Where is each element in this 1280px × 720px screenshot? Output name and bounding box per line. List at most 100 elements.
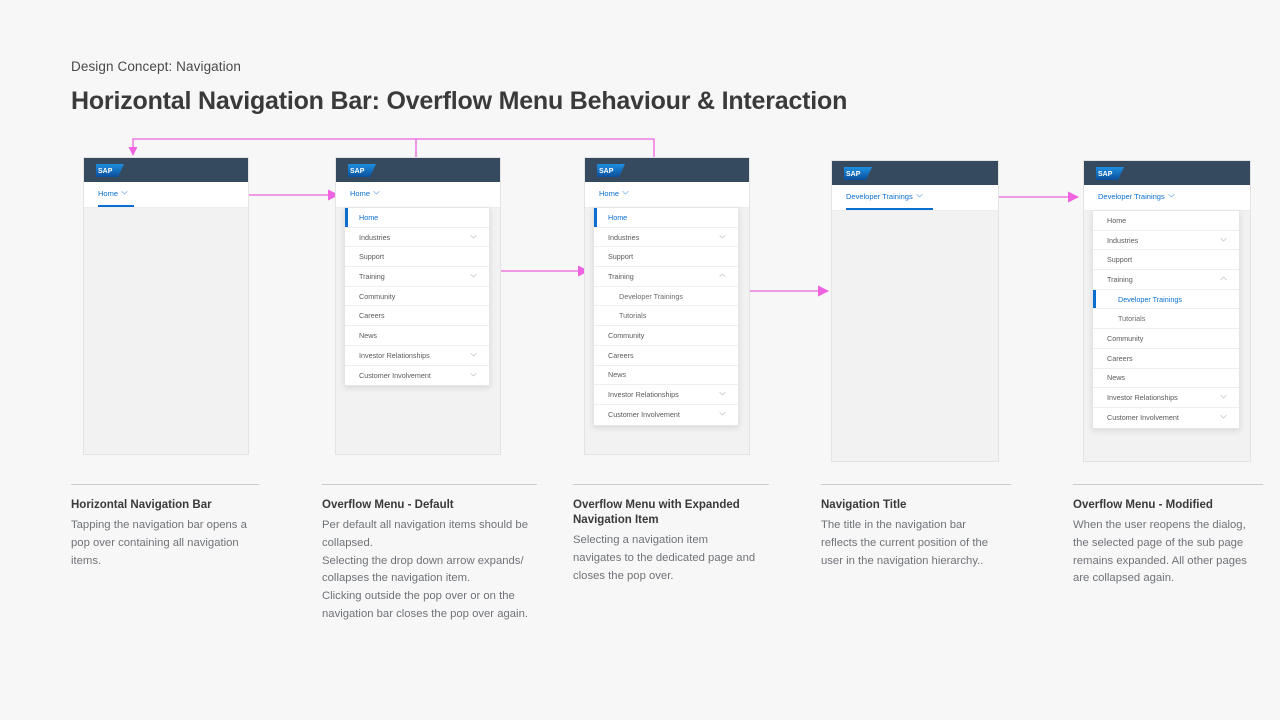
chevron-down-icon[interactable] <box>470 351 477 358</box>
menu-item-expand-toggle[interactable] <box>1220 413 1227 422</box>
chevron-down-icon[interactable] <box>719 233 726 240</box>
menu-item-label: Investor Relationships <box>608 390 679 400</box>
menu-item-customer-involvement[interactable]: Customer Involvement <box>594 405 738 425</box>
chevron-down-icon[interactable] <box>719 390 726 397</box>
menu-item-industries[interactable]: Industries <box>594 228 738 248</box>
horizontal-navigation-bar[interactable]: Developer Trainings <box>832 185 998 211</box>
menu-item-investor-relationships[interactable]: Investor Relationships <box>1093 388 1239 408</box>
menu-item-news[interactable]: News <box>345 326 489 346</box>
menu-item-customer-involvement[interactable]: Customer Involvement <box>345 366 489 386</box>
navigation-title-chevron[interactable] <box>373 189 380 198</box>
horizontal-navigation-bar[interactable]: Home <box>336 182 500 208</box>
menu-item-community[interactable]: Community <box>345 287 489 307</box>
chevron-down-icon[interactable] <box>1220 413 1227 420</box>
menu-item-news[interactable]: News <box>1093 369 1239 389</box>
menu-item-expand-toggle[interactable] <box>719 272 726 281</box>
menu-item-label: Home <box>359 212 379 222</box>
menu-item-home[interactable]: Home <box>1093 211 1239 231</box>
caption-body-line: closes the pop over. <box>573 569 674 582</box>
navigation-title[interactable]: Developer Trainings <box>846 192 923 201</box>
shell-top-bar: SAP <box>832 161 998 185</box>
chevron-down-icon[interactable] <box>470 272 477 279</box>
navigation-title-chevron[interactable] <box>1168 192 1175 201</box>
chevron-down-icon[interactable] <box>1220 236 1227 243</box>
chevron-up-icon[interactable] <box>719 272 726 279</box>
svg-text:SAP: SAP <box>599 168 614 175</box>
menu-item-expand-toggle[interactable] <box>470 371 477 380</box>
menu-item-label: News <box>359 330 377 340</box>
menu-item-training[interactable]: Training <box>594 267 738 287</box>
navigation-title[interactable]: Home <box>98 189 128 198</box>
menu-item-home[interactable]: Home <box>594 208 738 228</box>
menu-item-training[interactable]: Training <box>1093 270 1239 290</box>
menu-item-expand-toggle[interactable] <box>719 390 726 399</box>
menu-item-expand-toggle[interactable] <box>470 351 477 360</box>
chevron-down-icon[interactable] <box>470 233 477 240</box>
svg-text:SAP: SAP <box>98 168 113 175</box>
menu-item-expand-toggle[interactable] <box>1220 275 1227 284</box>
menu-item-expand-toggle[interactable] <box>719 233 726 242</box>
menu-item-news[interactable]: News <box>594 366 738 386</box>
menu-item-label: Tutorials <box>1118 314 1146 324</box>
horizontal-navigation-bar[interactable]: Home <box>585 182 749 208</box>
caption-body-line: Clicking outside the pop over or on the <box>322 590 515 603</box>
caption-title: Horizontal Navigation Bar <box>71 499 212 511</box>
chevron-down-icon[interactable] <box>470 371 477 378</box>
menu-item-expand-toggle[interactable] <box>1220 393 1227 402</box>
menu-item-expand-toggle[interactable] <box>719 410 726 419</box>
caption-body-line: collapsed. <box>322 536 373 549</box>
caption-3: Overflow Menu with Expanded Navigation I… <box>573 484 769 585</box>
sap-logo-icon: SAP <box>844 167 872 180</box>
menu-item-investor-relationships[interactable]: Investor Relationships <box>345 346 489 366</box>
menu-item-label: Investor Relationships <box>1107 393 1178 403</box>
menu-item-label: Support <box>359 252 385 262</box>
menu-item-industries[interactable]: Industries <box>1093 231 1239 251</box>
chevron-down-icon[interactable] <box>719 410 726 417</box>
menu-item-careers[interactable]: Careers <box>1093 349 1239 369</box>
menu-item-careers[interactable]: Careers <box>594 346 738 366</box>
menu-item-developer-trainings[interactable]: Developer Trainings <box>1093 289 1239 310</box>
navigation-title-chevron[interactable] <box>916 192 923 201</box>
menu-item-community[interactable]: Community <box>1093 329 1239 349</box>
menu-item-expand-toggle[interactable] <box>1220 236 1227 245</box>
caption-divider <box>1073 484 1263 485</box>
menu-item-home[interactable]: Home <box>345 208 489 228</box>
menu-item-tutorials[interactable]: Tutorials <box>594 306 738 327</box>
horizontal-navigation-bar[interactable]: Developer Trainings <box>1084 185 1250 211</box>
menu-item-community[interactable]: Community <box>594 326 738 346</box>
horizontal-navigation-bar[interactable]: Home <box>84 182 248 208</box>
menu-item-expand-toggle[interactable] <box>470 272 477 281</box>
navigation-title-label: Home <box>98 189 119 198</box>
menu-item-label: Home <box>608 212 628 222</box>
caption-title: Overflow Menu with Expanded Navigation I… <box>573 499 740 526</box>
chevron-down-icon[interactable] <box>1220 393 1227 400</box>
page-content-area <box>832 211 998 461</box>
menu-item-expand-toggle[interactable] <box>470 233 477 242</box>
chevron-up-icon[interactable] <box>1220 275 1227 282</box>
navigation-title[interactable]: Home <box>350 189 380 198</box>
menu-item-support[interactable]: Support <box>345 247 489 268</box>
menu-item-support[interactable]: Support <box>1093 250 1239 271</box>
navigation-title-chevron[interactable] <box>622 189 629 198</box>
menu-item-support[interactable]: Support <box>594 247 738 268</box>
caption-body-line: reflects the current position of the <box>821 536 989 549</box>
caption-body-line: items. <box>71 554 102 567</box>
menu-item-label: Training <box>608 271 634 281</box>
navigation-title[interactable]: Developer Trainings <box>1098 192 1175 201</box>
menu-item-developer-trainings[interactable]: Developer Trainings <box>594 287 738 307</box>
menu-item-investor-relationships[interactable]: Investor Relationships <box>594 385 738 405</box>
menu-item-industries[interactable]: Industries <box>345 228 489 248</box>
caption-body-line: When the user reopens the dialog, <box>1073 519 1246 531</box>
navigation-title[interactable]: Home <box>599 189 629 198</box>
navigation-title-chevron[interactable] <box>121 189 128 198</box>
menu-item-careers[interactable]: Careers <box>345 306 489 327</box>
menu-item-customer-involvement[interactable]: Customer Involvement <box>1093 408 1239 428</box>
menu-item-label: Community <box>359 291 396 301</box>
menu-item-training[interactable]: Training <box>345 267 489 287</box>
caption-title: Overflow Menu - Modified <box>1073 499 1213 511</box>
menu-item-tutorials[interactable]: Tutorials <box>1093 309 1239 330</box>
